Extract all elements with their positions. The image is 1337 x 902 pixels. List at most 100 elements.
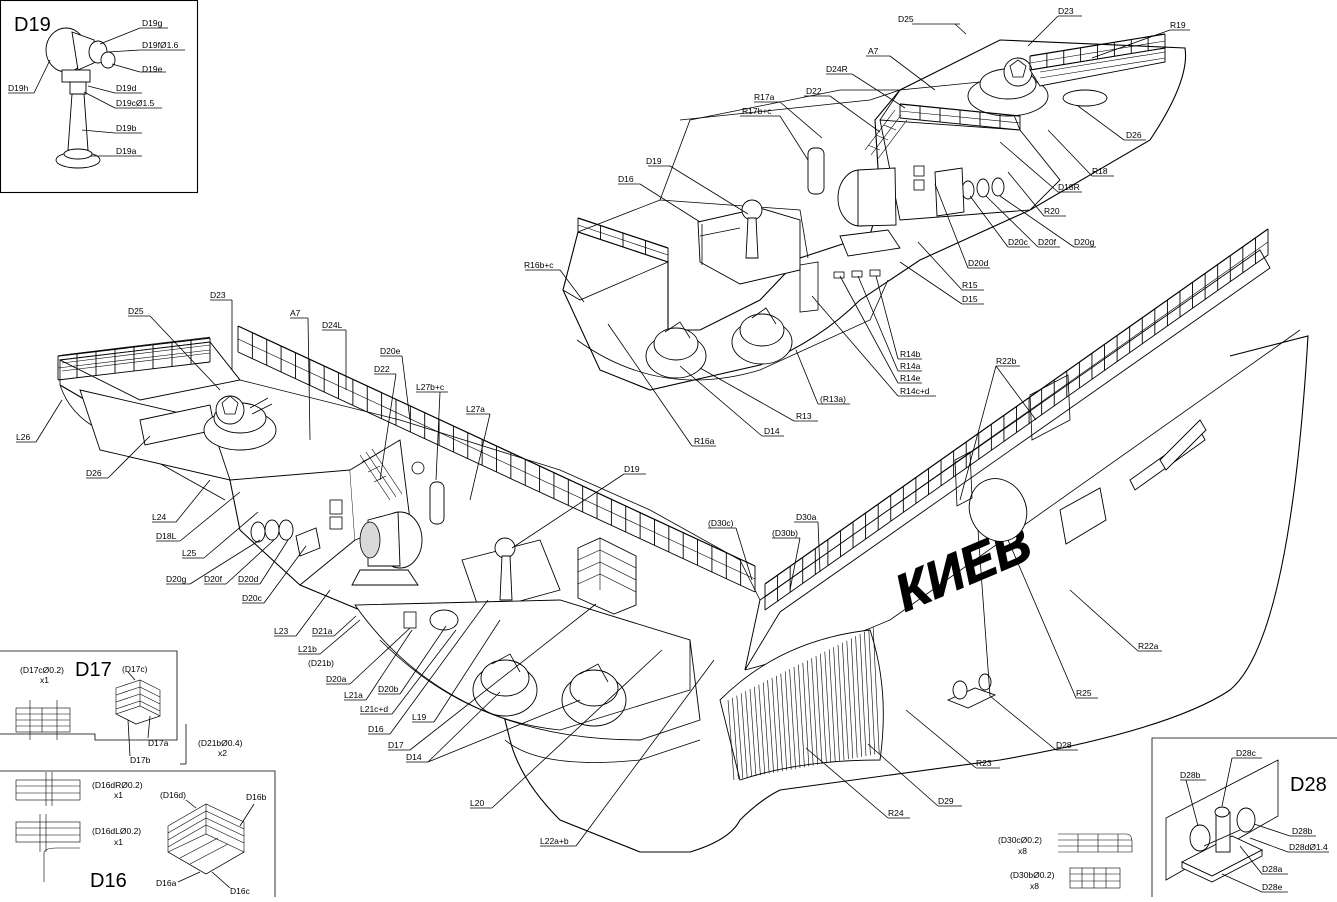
- inset-d17-spec: (D17cØ0.2): [20, 665, 64, 675]
- label-d18r: D18R: [1058, 182, 1080, 192]
- label-d21b: (D21b): [308, 658, 334, 668]
- label-l25: L25: [182, 548, 196, 558]
- label-d17b: D17b: [130, 755, 151, 765]
- label-d14-upper: D14: [764, 426, 780, 436]
- label-d16dl-spec: (D16dLØ0.2): [92, 826, 141, 836]
- label-d25-left: D25: [128, 306, 144, 316]
- label-r23: R23: [976, 758, 992, 768]
- label-d30c-qty: x8: [1018, 846, 1027, 856]
- label-d23-upper: D23: [1058, 6, 1074, 16]
- label-d24l: D24L: [322, 320, 343, 330]
- deck-railing-left: [57, 325, 756, 593]
- ship-hull-upper: [562, 39, 1187, 391]
- label-d19-upper: D19: [646, 156, 662, 166]
- label-d28b-top: D28b: [1180, 770, 1201, 780]
- label-r22b: R22b: [996, 356, 1017, 366]
- label-d19f: D19fØ1.6: [142, 40, 179, 50]
- label-d20c-left: D20c: [242, 593, 263, 603]
- label-l22ab: L22a+b: [540, 836, 569, 846]
- label-r15: R15: [962, 280, 978, 290]
- deck-railing-upper: [577, 33, 1166, 263]
- label-d18l: D18L: [156, 531, 177, 541]
- label-d30b-spec: (D30bØ0.2): [1010, 870, 1055, 880]
- label-d16dr-spec: (D16dRØ0.2): [92, 780, 143, 790]
- label-l21a: L21a: [344, 690, 363, 700]
- callouts-right: (D30c) D30a (D30b) R22b R22a R25 D28 R23…: [708, 356, 1162, 819]
- label-r20: R20: [1044, 206, 1060, 216]
- label-d21b-note: (D21bØ0.4): [198, 738, 243, 748]
- label-d20b: D20b: [378, 684, 399, 694]
- callouts-left: D25 D23 A7 D24L D20e D22 L27b+c L27a D19…: [16, 290, 715, 847]
- label-d30a: D30a: [796, 512, 817, 522]
- label-r19: R19: [1170, 20, 1186, 30]
- label-d30c-spec: (D30cØ0.2): [998, 835, 1042, 845]
- deck-railing-long: [764, 228, 1269, 611]
- inset-d17-title: D17: [75, 659, 112, 681]
- label-d24r: D24R: [826, 64, 848, 74]
- label-d30c: (D30c): [708, 518, 734, 528]
- label-d17c: (D17c): [122, 664, 148, 674]
- label-d30b-qty: x8: [1030, 881, 1039, 891]
- label-d28b-right: D28b: [1292, 826, 1313, 836]
- label-r13: R13: [796, 411, 812, 421]
- label-r18: R18: [1092, 166, 1108, 176]
- label-d16dl-qty: x1: [114, 837, 123, 847]
- inset-d17-qty: x1: [40, 675, 49, 685]
- label-l26: L26: [16, 432, 30, 442]
- inset-d17: D17 (D17cØ0.2) x1 (D17c) D17a D17b (D21b…: [0, 650, 243, 765]
- label-d16dr-qty: x1: [114, 790, 123, 800]
- label-a7-left: A7: [290, 308, 301, 318]
- label-l24: L24: [152, 512, 166, 522]
- label-d19e: D19e: [142, 64, 163, 74]
- label-d20f-upper: D20f: [1038, 237, 1057, 247]
- label-d19h: D19h: [8, 83, 29, 93]
- label-d16c: D16c: [230, 886, 251, 896]
- label-d23-left: D23: [210, 290, 226, 300]
- label-l23: L23: [274, 626, 288, 636]
- label-d20g-left: D20g: [166, 574, 187, 584]
- label-r14a: R14a: [900, 361, 921, 371]
- label-l19: L19: [412, 712, 426, 722]
- label-d26-upper: D26: [1126, 130, 1142, 140]
- label-r22a: R22a: [1138, 641, 1159, 651]
- inset-d28: D28 D28c D28b D28b D28dØ1.4 D28a D28e: [1151, 737, 1337, 897]
- label-d29: D29: [938, 796, 954, 806]
- label-d25-upper: D25: [898, 14, 914, 24]
- label-r24: R24: [888, 808, 904, 818]
- label-r16a: R16a: [694, 436, 715, 446]
- inset-d19-title: D19: [14, 14, 51, 36]
- label-d28d: D28dØ1.4: [1289, 842, 1328, 852]
- label-d16d: (D16d): [160, 790, 186, 800]
- label-d26-left: D26: [86, 468, 102, 478]
- label-d20d-left: D20d: [238, 574, 259, 584]
- label-d21b-qty: x2: [218, 748, 227, 758]
- label-d16-left: D16: [368, 724, 384, 734]
- label-d16a: D16a: [156, 878, 177, 888]
- label-a7-upper: A7: [868, 46, 879, 56]
- label-r13a: (R13a): [820, 394, 846, 404]
- label-d22-upper: D22: [806, 86, 822, 96]
- label-d14-left: D14: [406, 752, 422, 762]
- label-d20d-upper: D20d: [968, 258, 989, 268]
- label-d28c: D28c: [1236, 748, 1257, 758]
- label-d28e: D28e: [1262, 882, 1283, 892]
- label-r17bc: R17b+c: [742, 106, 772, 116]
- label-d19-left: D19: [624, 464, 640, 474]
- label-r14e: R14e: [900, 373, 921, 383]
- label-d19g: D19g: [142, 18, 163, 28]
- label-r14cd: R14c+d: [900, 386, 930, 396]
- label-d28: D28: [1056, 740, 1072, 750]
- label-d20g-upper: D20g: [1074, 237, 1095, 247]
- label-d20a: D20a: [326, 674, 347, 684]
- label-d28a: D28a: [1262, 864, 1283, 874]
- label-d17: D17: [388, 740, 404, 750]
- label-d20f-left: D20f: [204, 574, 223, 584]
- inset-d19: D19 D19g D19fØ1.6 D19e D19h D19d D19cØ1.…: [0, 0, 199, 194]
- label-l27bc: L27b+c: [416, 382, 445, 392]
- label-d19c: D19cØ1.5: [116, 98, 155, 108]
- label-r16bc: R16b+c: [524, 260, 554, 270]
- d30-rail-specs: (D30cØ0.2) x8 (D30bØ0.2) x8: [998, 833, 1133, 891]
- label-r17a: R17a: [754, 92, 775, 102]
- label-r14b: R14b: [900, 349, 921, 359]
